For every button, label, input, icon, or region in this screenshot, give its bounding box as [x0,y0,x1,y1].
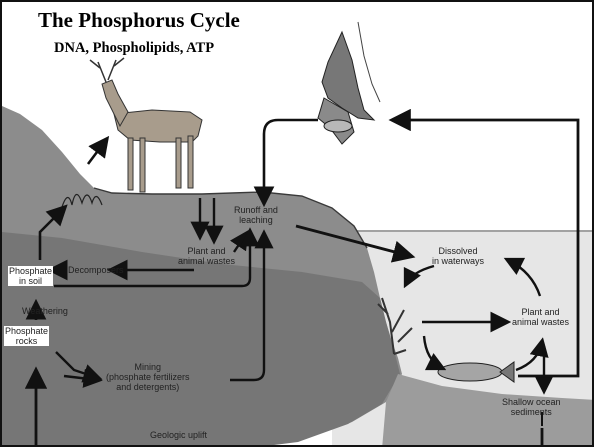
label-weathering: Weathering [22,306,68,316]
osprey-illustration [318,22,380,144]
arrow-plants-to-deer [88,140,106,164]
label-runoff-leaching: Runoff and leaching [234,205,278,225]
label-plant-animal-wastes-water: Plant and animal wastes [512,307,569,327]
label-shallow-ocean-sediments: Shallow ocean sediments [502,397,561,417]
deer-antlers [90,58,124,82]
label-phosphate-in-soil: Phosphate in soil [8,266,53,286]
label-mining: Mining (phosphate fertilizers and deterg… [106,362,190,392]
label-dissolved-in-waterways: Dissolved in waterways [432,246,484,266]
arrow-osprey-to-land [264,120,318,202]
deer-illustration [102,80,202,192]
diagram-title: The Phosphorus Cycle [38,8,240,33]
label-decomposers: Decomposers [68,265,124,275]
label-phosphate-rocks: Phosphate rocks [4,326,49,346]
label-plant-animal-wastes-land: Plant and animal wastes [178,246,235,266]
label-geologic-uplift: Geologic uplift [150,430,207,440]
diagram-subtitle: DNA, Phospholipids, ATP [54,40,214,57]
